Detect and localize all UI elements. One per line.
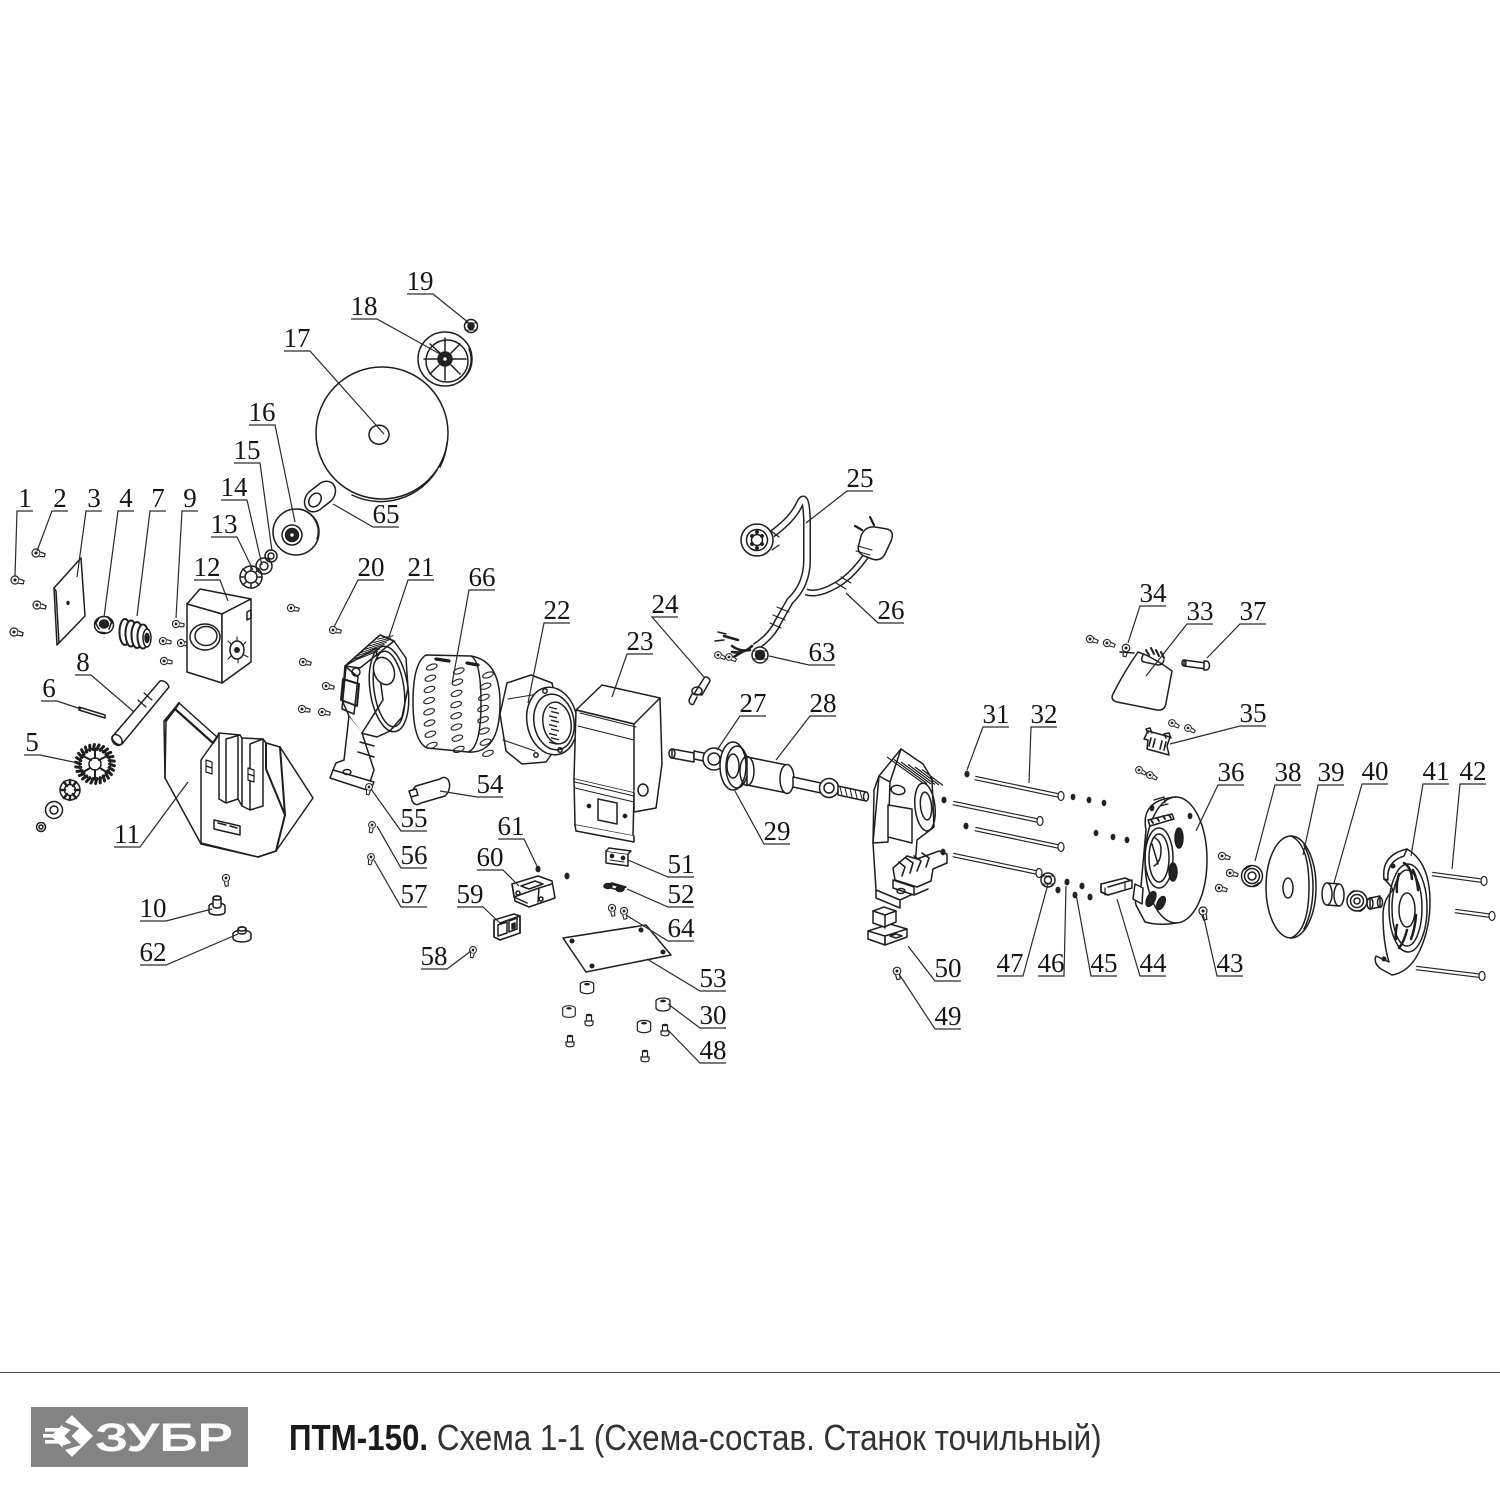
svg-text:63: 63 xyxy=(809,637,836,667)
svg-text:41: 41 xyxy=(1423,756,1450,786)
svg-text:8: 8 xyxy=(76,647,90,677)
svg-text:11: 11 xyxy=(114,819,140,849)
svg-text:59: 59 xyxy=(457,879,484,909)
svg-text:34: 34 xyxy=(1140,578,1168,608)
svg-text:62: 62 xyxy=(140,937,167,967)
svg-text:66: 66 xyxy=(469,562,496,592)
svg-text:10: 10 xyxy=(140,893,167,923)
svg-text:37: 37 xyxy=(1240,596,1267,626)
svg-text:55: 55 xyxy=(401,803,428,833)
svg-text:9: 9 xyxy=(183,483,197,513)
svg-text:46: 46 xyxy=(1038,948,1065,978)
svg-text:2: 2 xyxy=(53,483,67,513)
svg-text:21: 21 xyxy=(408,552,435,582)
svg-text:42: 42 xyxy=(1460,756,1487,786)
svg-text:39: 39 xyxy=(1318,757,1345,787)
svg-text:40: 40 xyxy=(1362,756,1389,786)
svg-text:6: 6 xyxy=(42,673,56,703)
svg-text:58: 58 xyxy=(421,941,448,971)
svg-text:15: 15 xyxy=(234,435,261,465)
svg-text:13: 13 xyxy=(211,509,238,539)
svg-text:14: 14 xyxy=(221,472,249,502)
svg-text:27: 27 xyxy=(740,688,767,718)
svg-text:65: 65 xyxy=(373,499,400,529)
svg-text:18: 18 xyxy=(351,291,378,321)
svg-text:56: 56 xyxy=(401,840,428,870)
svg-text:19: 19 xyxy=(407,266,434,296)
svg-text:22: 22 xyxy=(544,595,571,625)
svg-text:57: 57 xyxy=(401,879,428,909)
svg-text:25: 25 xyxy=(847,463,874,493)
svg-text:35: 35 xyxy=(1240,698,1267,728)
svg-text:30: 30 xyxy=(700,1000,727,1030)
svg-text:1: 1 xyxy=(18,483,32,513)
svg-text:26: 26 xyxy=(878,595,905,625)
svg-text:5: 5 xyxy=(25,727,39,757)
svg-text:4: 4 xyxy=(119,483,133,513)
svg-text:52: 52 xyxy=(668,879,695,909)
svg-text:51: 51 xyxy=(668,849,695,879)
svg-text:29: 29 xyxy=(764,816,791,846)
svg-text:23: 23 xyxy=(627,626,654,656)
svg-text:50: 50 xyxy=(935,953,962,983)
svg-text:12: 12 xyxy=(194,552,221,582)
svg-text:43: 43 xyxy=(1217,948,1244,978)
svg-text:47: 47 xyxy=(997,948,1024,978)
svg-text:31: 31 xyxy=(983,699,1010,729)
svg-text:17: 17 xyxy=(284,323,311,353)
svg-text:33: 33 xyxy=(1187,596,1214,626)
svg-text:ЗУБР: ЗУБР xyxy=(95,1416,233,1460)
svg-text:28: 28 xyxy=(810,688,837,718)
svg-text:64: 64 xyxy=(668,913,696,943)
svg-text:60: 60 xyxy=(477,842,504,872)
svg-text:48: 48 xyxy=(700,1035,727,1065)
svg-text:49: 49 xyxy=(935,1001,962,1031)
svg-text:3: 3 xyxy=(87,483,101,513)
svg-text:20: 20 xyxy=(358,552,385,582)
svg-text:44: 44 xyxy=(1140,948,1168,978)
svg-text:32: 32 xyxy=(1031,699,1058,729)
svg-text:61: 61 xyxy=(498,811,525,841)
svg-text:45: 45 xyxy=(1091,948,1118,978)
svg-text:16: 16 xyxy=(249,397,276,427)
svg-text:7: 7 xyxy=(151,483,165,513)
svg-text:38: 38 xyxy=(1275,757,1302,787)
svg-text:24: 24 xyxy=(652,589,680,619)
svg-text:36: 36 xyxy=(1218,757,1245,787)
svg-text:53: 53 xyxy=(700,963,727,993)
svg-text:54: 54 xyxy=(477,769,505,799)
